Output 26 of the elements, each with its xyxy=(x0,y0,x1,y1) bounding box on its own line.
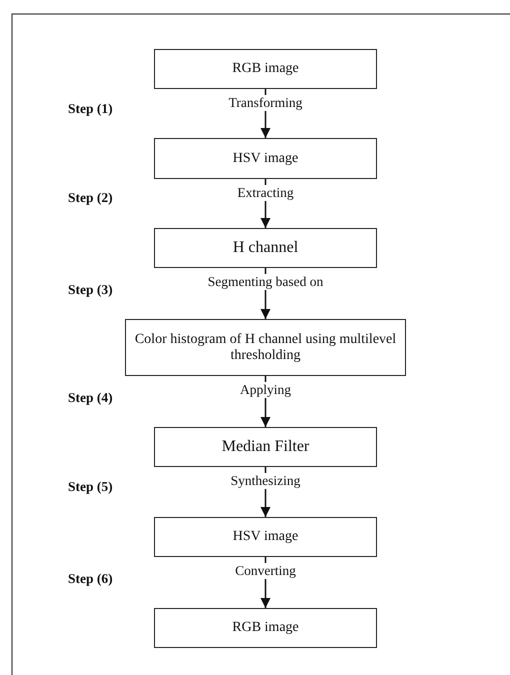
process-box xyxy=(154,517,377,557)
step-label: Step (4) xyxy=(68,390,113,406)
box-label: Color histogram of H channel using multilevel thresholding xyxy=(134,332,398,363)
box-label: Median Filter xyxy=(222,438,310,456)
process-box xyxy=(154,608,377,648)
process-box xyxy=(154,138,377,179)
edge-label: Synthesizing xyxy=(228,473,302,489)
edge-label: Extracting xyxy=(235,185,296,201)
process-box xyxy=(154,49,377,89)
box-label: RGB image xyxy=(232,620,299,636)
step-label: Step (2) xyxy=(68,190,113,206)
step-label: Step (6) xyxy=(68,571,113,587)
step-label: Step (3) xyxy=(68,282,113,298)
process-box xyxy=(154,228,377,268)
edge-label: Segmenting based on xyxy=(206,274,326,290)
step-label: Step (5) xyxy=(68,479,113,495)
edge-label: Converting xyxy=(233,563,298,579)
step-label: Step (1) xyxy=(68,101,113,117)
edge-label: Transforming xyxy=(226,95,304,111)
box-label: RGB image xyxy=(232,61,299,77)
box-label: H channel xyxy=(232,239,298,257)
edge-label: Applying xyxy=(238,382,293,398)
box-label: HSV image xyxy=(232,529,298,545)
process-box xyxy=(125,319,406,376)
box-label: HSV image xyxy=(232,150,298,166)
process-box xyxy=(154,427,377,467)
